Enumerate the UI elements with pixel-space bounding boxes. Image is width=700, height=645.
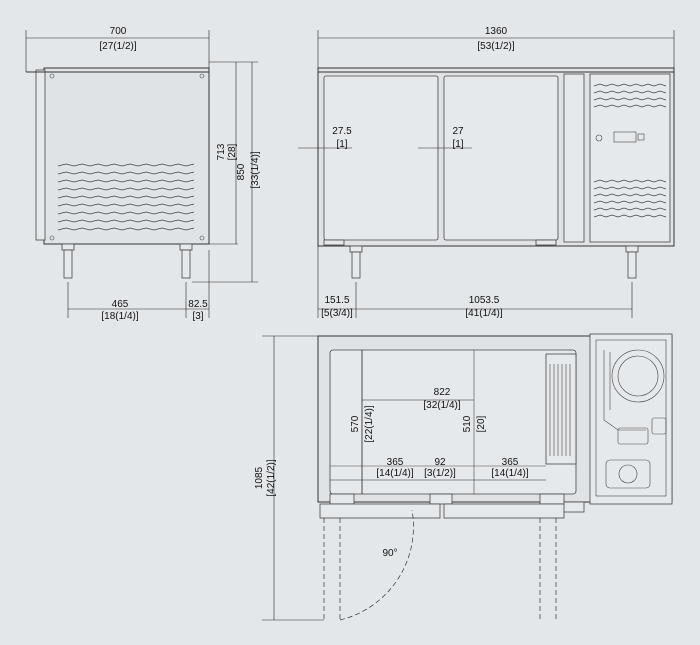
top-shelf-depth-in: [20] — [476, 415, 487, 432]
front-inset-right-mm: 27 — [452, 126, 464, 137]
bottom-vent-grille — [593, 179, 667, 218]
side-vent-grille — [57, 163, 195, 231]
compressor-piping — [603, 349, 667, 489]
top-inner-depth-in: [22(1/4)] — [364, 405, 375, 442]
evaporator-fins — [549, 364, 571, 456]
top-mid-section-mm: 92 — [434, 457, 446, 468]
front-leg-left-mm: 151.5 — [324, 295, 349, 306]
top-inner-width-mm: 822 — [434, 387, 451, 398]
front-width-mm: 1360 — [485, 26, 508, 37]
top-right-section-in: [14(1/4)] — [491, 468, 528, 479]
side-leg-offset-mm: 82.5 — [188, 299, 208, 310]
top-shelf-depth-mm: 510 — [462, 415, 473, 432]
top-view: 1085 [42(1/2)] 822 [32(1/4)] 570 [22(1/4… — [254, 333, 673, 621]
front-leg-left-in: [5(3/4)] — [321, 308, 353, 319]
top-depth-in: [42(1/2)] — [266, 459, 277, 496]
side-width-mm: 700 — [110, 26, 127, 37]
front-view: 1360 [53(1/2)] 27.5 [1] 27 [1] 151.5 [5(… — [298, 26, 675, 319]
top-right-section-mm: 365 — [502, 457, 519, 468]
side-width-in: [27(1/2)] — [99, 41, 136, 52]
side-leg-span-in: [18(1/4)] — [101, 311, 138, 322]
right-door-top — [443, 503, 565, 519]
top-inner-depth-mm: 570 — [350, 415, 361, 432]
evaporator — [545, 353, 577, 465]
left-door-top — [319, 503, 441, 519]
side-height-in: [33(1/4)] — [250, 151, 261, 188]
top-vent-grille — [593, 83, 667, 108]
side-height-mm: 850 — [236, 163, 247, 180]
front-leg-span-in: [41(1/4)] — [465, 308, 502, 319]
left-door — [323, 75, 439, 241]
side-cabinet-in: [28] — [227, 143, 238, 160]
front-inset-left-in: [1] — [336, 139, 347, 150]
machine-room — [589, 333, 673, 505]
top-depth-mm: 1085 — [254, 466, 265, 489]
top-mid-section-in: [3(1/2)] — [424, 468, 456, 479]
front-inset-right-in: [1] — [452, 139, 463, 150]
right-door — [443, 75, 559, 241]
door-angle-label: 90° — [382, 548, 397, 559]
front-leg-span-mm: 1053.5 — [469, 295, 500, 306]
top-left-section-in: [14(1/4)] — [376, 468, 413, 479]
side-view: 700 [27(1/2)] 713 [28] 850 [33(1/4)] 465… — [25, 26, 261, 322]
front-inset-left-mm: 27.5 — [332, 126, 352, 137]
front-width-in: [53(1/2)] — [477, 41, 514, 52]
control-panel — [595, 131, 645, 143]
side-cabinet-mm: 713 — [216, 143, 227, 160]
door-swing-arc — [339, 509, 414, 621]
side-leg-span-mm: 465 — [112, 299, 129, 310]
top-left-section-mm: 365 — [387, 457, 404, 468]
top-inner-width-in: [32(1/4)] — [423, 400, 460, 411]
machine-compartment — [589, 73, 671, 243]
side-leg-offset-in: [3] — [192, 311, 203, 322]
